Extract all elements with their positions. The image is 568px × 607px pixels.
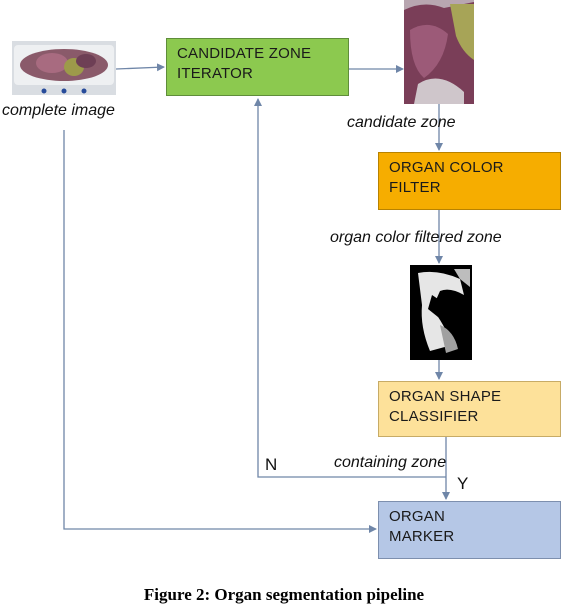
shape-classifier-label-line-1: ORGAN SHAPE — [389, 388, 502, 405]
color-filter-label-line-1: ORGAN COLOR — [389, 159, 504, 176]
iterator-label-line-1: CANDIDATE ZONE — [177, 45, 312, 62]
branch-yes-label: Y — [457, 474, 469, 493]
candidate-zone-iterator-box: CANDIDATE ZONE ITERATOR — [166, 38, 349, 96]
candidate-zone-thumbnail — [404, 0, 474, 104]
figure-caption: Figure 2: Organ segmentation pipeline — [143, 585, 425, 604]
complete-image-label: complete image — [2, 102, 115, 119]
pipeline-diagram: CANDIDATE ZONE ITERATOR ORGAN COLOR FILT… — [2, 0, 561, 604]
arrow-image-to-marker — [63, 130, 377, 533]
organ-color-filter-box: ORGAN COLOR FILTER — [378, 152, 561, 210]
iterator-label-line-2: ITERATOR — [177, 65, 254, 82]
arrow-no-back-to-iterator — [254, 98, 446, 478]
branch-no-label: N — [265, 455, 278, 474]
shape-classifier-label-line-2: CLASSIFIER — [389, 408, 479, 425]
organ-mask-thumbnail — [410, 265, 472, 360]
color-filtered-zone-label: organ color filtered zone — [330, 229, 502, 246]
marker-label-line-1: ORGAN — [389, 508, 446, 525]
marker-label-line-2: MARKER — [389, 528, 455, 545]
color-filter-label-line-2: FILTER — [389, 179, 441, 196]
organ-marker-box: ORGAN MARKER — [378, 501, 561, 559]
connectors — [63, 63, 450, 533]
candidate-zone-label: candidate zone — [347, 114, 456, 131]
arrow-image-to-iterator — [115, 63, 165, 72]
complete-image-thumbnail — [12, 41, 116, 95]
containing-zone-label: containing zone — [334, 454, 447, 471]
organ-shape-classifier-box: ORGAN SHAPE CLASSIFIER — [378, 381, 561, 437]
